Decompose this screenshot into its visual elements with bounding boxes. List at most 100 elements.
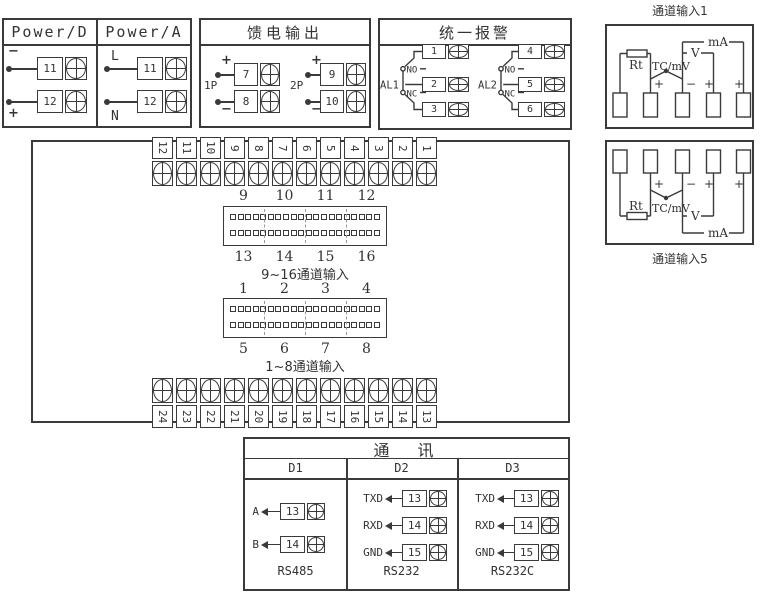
screw-icon (260, 90, 280, 113)
screw-icon (248, 378, 269, 403)
connector-pin (252, 322, 259, 328)
terminal-number: 13 (514, 490, 539, 507)
terminal-3: 3 (422, 102, 469, 117)
terminal-number: 24 (152, 405, 173, 428)
connector-group-label: 11 (316, 188, 335, 204)
terminal-5: 5 (518, 77, 565, 92)
screw-icon (224, 378, 245, 403)
plus-sign: + (734, 77, 744, 91)
wire (307, 74, 320, 76)
ma-label: mA (708, 35, 728, 49)
strip-terminal-20: 20 (248, 378, 269, 428)
strip-terminal-23: 23 (176, 378, 197, 428)
wire (391, 524, 402, 527)
power-d-minus-sign: − (8, 44, 19, 59)
screw-icon (200, 378, 221, 403)
connector-pin (267, 230, 274, 236)
wire (503, 551, 514, 554)
input-terminal-lug (705, 92, 722, 118)
input-terminal-lug (642, 92, 659, 118)
comm-title: 通 讯 (245, 439, 568, 460)
strip-terminal-16: 16 (344, 378, 365, 428)
sign: + (311, 53, 322, 68)
connector-group-label: 15 (316, 249, 335, 265)
connector-pin (230, 322, 236, 328)
divider (96, 20, 98, 126)
connector-pin (245, 230, 252, 236)
connector-group-label: 7 (321, 341, 330, 357)
sign: − (311, 102, 322, 117)
screw-icon (368, 161, 389, 186)
input-terminal-lug (735, 92, 752, 118)
rt-label: Rt (629, 58, 643, 72)
screw-icon (392, 378, 413, 403)
al1-no-label: NO (407, 66, 418, 76)
screw-icon (224, 161, 245, 186)
terminal-number: 9 (224, 137, 245, 159)
connector-pin (313, 214, 320, 220)
connector-pin (328, 214, 335, 220)
terminal-10: 10 (320, 90, 366, 113)
terminal-number: 10 (320, 90, 344, 113)
connector-pin (267, 214, 274, 220)
terminal-number: 11 (37, 57, 63, 80)
connector-pin (275, 214, 282, 220)
txd-label: TXD (363, 492, 383, 505)
connector-pin (305, 306, 312, 312)
sign: − (221, 102, 232, 117)
connector-pin (252, 214, 259, 220)
strip-terminal-4: 4 (344, 137, 365, 186)
connector-pin (245, 214, 252, 220)
sign: + (221, 53, 232, 68)
strip-terminal-11: 11 (176, 137, 197, 186)
screw-icon (65, 57, 87, 80)
wire (503, 497, 514, 500)
v-label: V (690, 46, 700, 60)
screw-icon (346, 90, 366, 113)
screw-icon (296, 161, 317, 186)
screw-icon (320, 161, 341, 186)
connector-pin (260, 214, 267, 220)
wire (391, 497, 402, 500)
terminal-number: 14 (402, 517, 427, 534)
alarm-relay-al2-symbol: AL2 NO NC (478, 50, 524, 111)
terminal-number: 14 (392, 405, 413, 428)
terminal-number: 11 (176, 137, 197, 159)
terminal-number: 12 (152, 137, 173, 159)
strip-terminal-5: 5 (320, 137, 341, 186)
connector-pin (275, 322, 282, 328)
strip-terminal-12: 12 (152, 137, 173, 186)
terminal-number: 13 (402, 490, 427, 507)
screw-icon (176, 161, 197, 186)
input-terminal-lug (674, 92, 691, 118)
connector-group-label: 14 (275, 249, 294, 265)
alarm-title: 统一报警 (380, 20, 570, 46)
connector-pin (328, 322, 335, 328)
wire (106, 101, 137, 103)
strip-terminal-17: 17 (320, 378, 341, 428)
connector-pin (275, 306, 282, 312)
connector-pin (298, 214, 305, 220)
al2-nc-label: NC (505, 89, 516, 99)
arrow-left-icon (497, 521, 504, 530)
screw-icon (320, 378, 341, 403)
ma-label: mA (708, 226, 728, 240)
connector-pin (260, 230, 267, 236)
strip-terminal-15: 15 (368, 378, 389, 428)
connector-pin (290, 214, 297, 220)
signal-b-label: B (252, 538, 259, 551)
screw-icon (448, 44, 469, 59)
screw-icon (344, 378, 365, 403)
connector-pin (237, 306, 244, 312)
strip-terminal-9: 9 (224, 137, 245, 186)
connector-pin (230, 214, 236, 220)
connector-pin (336, 214, 343, 220)
tc-junction-dot (663, 68, 669, 74)
screw-icon (165, 57, 187, 80)
connector-pin (305, 214, 312, 220)
strip-terminal-21: 21 (224, 378, 245, 428)
terminal-number: 5 (320, 137, 341, 159)
wire (503, 524, 514, 527)
group-divider (305, 209, 306, 243)
